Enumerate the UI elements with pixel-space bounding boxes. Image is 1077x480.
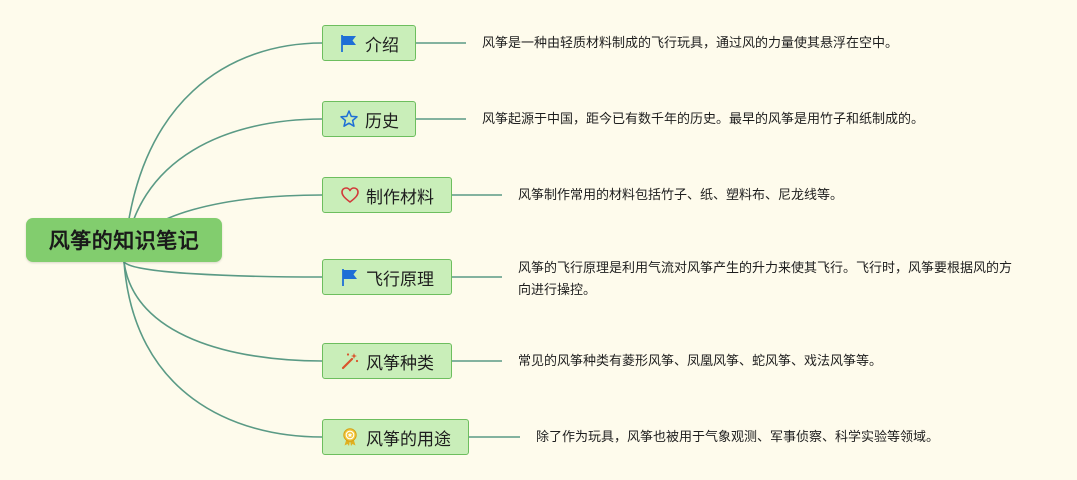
magic-wand-icon [340, 351, 360, 371]
branch-description: 风筝的飞行原理是利用气流对风筝产生的升力来使其飞行。飞行时，风筝要根据风的方向进… [518, 261, 1013, 298]
branch-topic-materials[interactable]: 制作材料 [322, 177, 452, 213]
root-branch-connector [123, 261, 323, 438]
flag-icon [340, 267, 360, 287]
award-icon [340, 427, 360, 447]
branch-topic-label: 风筝种类 [366, 353, 434, 374]
root-topic-label: 风筝的知识笔记 [48, 229, 200, 253]
branch-topic-label: 风筝的用途 [366, 429, 451, 450]
branch-description: 除了作为玩具，风筝也被用于气象观测、军事侦察、科学实验等领域。 [536, 430, 940, 445]
branch-topic-kite-types[interactable]: 风筝种类 [322, 343, 452, 379]
root-branch-connector [123, 261, 323, 278]
heart-icon [340, 185, 360, 205]
branch-topic-history[interactable]: 历史 [322, 101, 416, 137]
branch-description: 风筝制作常用的材料包括竹子、纸、塑料布、尼龙线等。 [518, 188, 844, 203]
flag-icon [339, 33, 359, 53]
branch-description: 常见的风筝种类有菱形风筝、凤凰风筝、蛇风筝、戏法风筝等。 [518, 354, 883, 369]
branch-topic-kite-uses[interactable]: 风筝的用途 [322, 419, 469, 455]
branch-topic-label: 历史 [365, 111, 399, 132]
star-icon [339, 109, 359, 129]
root-branch-connector [123, 42, 323, 263]
branch-topic-label: 制作材料 [366, 187, 434, 208]
branch-topic-label: 介绍 [365, 35, 399, 56]
branch-topic-intro[interactable]: 介绍 [322, 25, 416, 61]
root-topic[interactable]: 风筝的知识笔记 [26, 218, 222, 262]
branch-topic-flight-principle[interactable]: 飞行原理 [322, 259, 452, 295]
branch-description: 风筝是一种由轻质材料制成的飞行玩具，通过风的力量使其悬浮在空中。 [482, 36, 899, 51]
branch-topic-label: 飞行原理 [366, 269, 434, 290]
branch-description: 风筝起源于中国，距今已有数千年的历史。最早的风筝是用竹子和纸制成的。 [482, 112, 925, 127]
root-branch-connector [123, 261, 323, 362]
